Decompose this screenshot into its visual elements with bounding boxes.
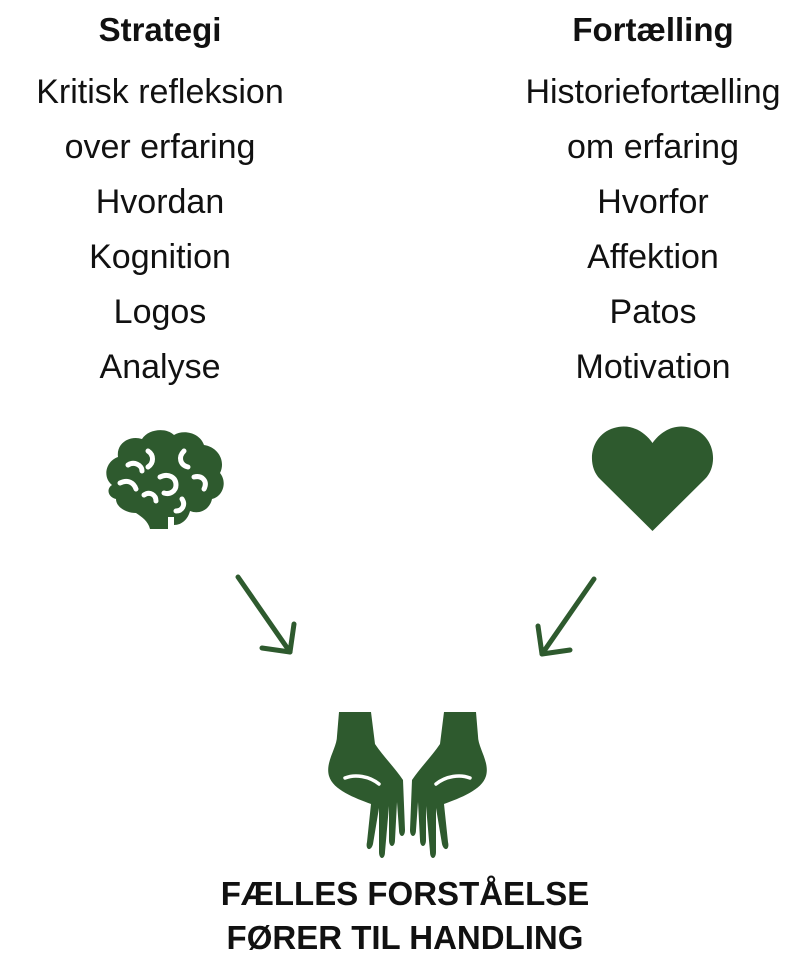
storytelling-column: Fortælling Historiefortælling om erfarin…	[498, 10, 808, 395]
storytelling-line: om erfaring	[567, 128, 739, 166]
open-hands-icon	[325, 712, 490, 862]
strategy-line: Kognition	[89, 238, 231, 276]
arrow-down-right-icon	[230, 572, 305, 662]
storytelling-line: Hvorfor	[597, 183, 709, 221]
arrow-down-left-icon	[528, 574, 603, 664]
strategy-line: Kritisk refleksion	[36, 73, 284, 111]
storytelling-line: Patos	[609, 293, 697, 331]
strategy-line: over erfaring	[64, 128, 256, 166]
storytelling-title: Fortælling	[572, 11, 734, 48]
storytelling-line: Motivation	[575, 348, 731, 386]
conclusion-line-2: FØRER TIL HANDLING	[226, 919, 584, 956]
storytelling-line: Historiefortælling	[525, 73, 781, 111]
heart-icon	[590, 425, 715, 533]
strategy-line: Logos	[113, 293, 207, 331]
strategy-line: Hvordan	[95, 183, 225, 221]
conclusion-line-1: FÆLLES FORSTÅELSE	[220, 875, 590, 912]
strategy-column: Strategi Kritisk refleksion over erfarin…	[10, 10, 310, 395]
strategy-line: Analyse	[99, 348, 221, 386]
storytelling-line: Affektion	[587, 238, 719, 276]
strategy-title: Strategi	[98, 11, 222, 48]
brain-icon	[98, 425, 228, 530]
conclusion: FÆLLES FORSTÅELSE FØRER TIL HANDLING	[0, 872, 810, 960]
